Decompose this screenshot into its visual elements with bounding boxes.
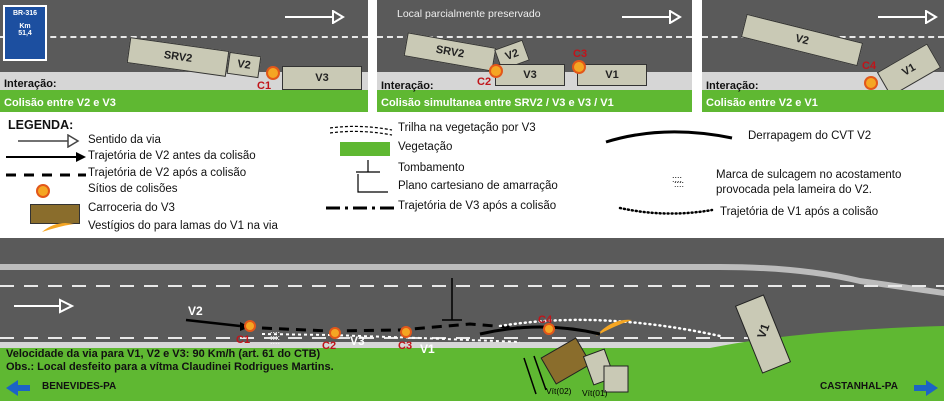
collision-site-icon: [574, 62, 584, 72]
map-collision-c3: C3: [398, 340, 413, 352]
map-collision-c1: C1: [236, 334, 251, 346]
legend-sentido: Sentido da via: [88, 134, 161, 146]
collision-label-c1: C1: [257, 80, 272, 92]
scene-panel-1: BR-316 Km 51,4 SRV2 V2 V3 C1 Interação: …: [0, 0, 368, 112]
legend-title: LEGENDA:: [8, 118, 74, 132]
direction-arrow: [622, 10, 682, 24]
fender-debris-icon: [42, 223, 74, 232]
panel-top-note: Local parcialmente preservado: [397, 8, 541, 20]
vegetation-trail-icon: [330, 125, 393, 136]
caption-title: Interação:: [381, 80, 434, 92]
collision-site-icon: [38, 186, 48, 196]
legend-traj-v2-apos: Trajetória de V2 após a colisão: [88, 167, 247, 179]
cartesian-plane-icon: [357, 174, 388, 193]
map-collision-c4: C4: [538, 314, 553, 326]
legend-sitios: Sítios de colisões: [88, 183, 178, 195]
legend-traj-v3: Trajetória de V3 após a colisão: [398, 200, 557, 212]
accident-site-map: :::: :::: V2 V3 V1 V1 C1 C2 C3 C4 Vít(02…: [0, 238, 944, 401]
caption-text: Colisão entre V2 e V3: [4, 97, 116, 109]
caption-text: Colisão entre V2 e V1: [706, 97, 818, 109]
legend-trilha: Trilha na vegetação por V3: [398, 122, 536, 134]
vegetation-swatch-icon: [340, 142, 390, 156]
legend-carroceria: Carroceria do V3: [88, 202, 175, 214]
dotted-arc-icon: [618, 206, 714, 215]
caption-text: Colisão simultanea entre SRV2 / V3 e V3 …: [381, 97, 614, 109]
dashed-line-icon: [6, 173, 86, 177]
place-left: BENEVIDES-PA: [42, 381, 117, 392]
vegetation: [0, 90, 368, 112]
vehicle-srv2: SRV2: [403, 32, 497, 72]
legend-plano: Plano cartesiano de amarração: [398, 180, 558, 192]
collision-label-c2: C2: [477, 76, 492, 88]
lane-divider: [377, 36, 692, 38]
collision-site-icon: [491, 66, 501, 76]
map-label-v1: V1: [420, 342, 435, 356]
legend-traj-v1: Trajetória de V1 após a colisão: [720, 206, 879, 218]
vegetation: [377, 90, 692, 112]
map-label-v3: V3: [350, 334, 365, 348]
legend-marca: Marca de sulcagem no acostamento provoca…: [716, 169, 902, 196]
dash-dot-line-icon: [326, 206, 396, 210]
legend-traj-v2-antes: Trajetória de V2 antes da colisão: [88, 150, 256, 162]
vehicle-v3: V3: [282, 66, 362, 90]
collision-label-c3: C3: [573, 48, 588, 60]
victim-label-1: Vít(01): [582, 388, 608, 398]
lane-divider: [0, 36, 368, 38]
svg-text:::::: ::::: [672, 176, 682, 184]
caption-title: Interação:: [4, 78, 57, 90]
legend: LEGENDA: Sentido da via Trajetória de V2…: [0, 116, 944, 236]
vehicle-v1: V1: [577, 64, 647, 86]
caption-title: Interação:: [706, 80, 759, 92]
road-layout: :::: ::::: [0, 264, 944, 401]
road-sign-line2: Km: [19, 23, 31, 30]
groove-mark-icon: :::: ::::: [672, 176, 684, 188]
legend-derrapagem: Derrapagem do CVT V2: [748, 130, 872, 142]
carroceria-swatch-icon: [30, 204, 80, 224]
map-collision-c2: C2: [322, 340, 337, 352]
scene-panel-3: V2 V1 C4 Interação: Colisão entre V2 e V…: [702, 0, 944, 112]
road-sign-line3: 51,4: [18, 30, 32, 37]
road-sign-line1: BR-316: [12, 10, 38, 17]
vehicle-srv2: SRV2: [126, 37, 230, 77]
svg-text:::::: ::::: [674, 179, 684, 188]
legend-vegetacao: Vegetação: [398, 141, 453, 153]
scene-panel-2: Local parcialmente preservado SRV2 V2 V3…: [377, 0, 692, 112]
solid-arrow-icon: [6, 152, 86, 162]
victim-label-2: Vít(02): [546, 386, 572, 396]
direction-arrow: [878, 10, 938, 24]
road-sign: BR-316 Km 51,4: [3, 5, 47, 61]
vegetation: [702, 90, 944, 112]
collision-site-icon: [268, 68, 278, 78]
legend-tombamento: Tombamento: [398, 162, 465, 174]
map-note-obs: Obs.: Local desfeito para a vítma Claudi…: [6, 361, 334, 373]
direction-arrow: [285, 10, 345, 24]
map-label-v2: V2: [188, 304, 203, 318]
direction-arrow-icon: [18, 134, 80, 148]
place-right: CASTANHAL-PA: [820, 381, 898, 392]
vehicle-v2: V2: [226, 51, 262, 79]
map-note-speed: Velocidade da via para V1, V2 e V3: 90 K…: [6, 348, 321, 360]
skid-arc-icon: [605, 130, 733, 144]
vehicle-v3: V3: [495, 64, 565, 86]
svg-text:::::: ::::: [270, 336, 280, 346]
legend-vestigios: Vestígios do para lamas do V1 na via: [88, 220, 278, 232]
rollover-icon: [356, 160, 380, 173]
collision-label-c4: C4: [862, 60, 877, 72]
svg-text:::::: ::::: [270, 329, 280, 339]
vehicle-v2: V2: [740, 13, 864, 67]
collision-site-icon: [866, 78, 876, 88]
